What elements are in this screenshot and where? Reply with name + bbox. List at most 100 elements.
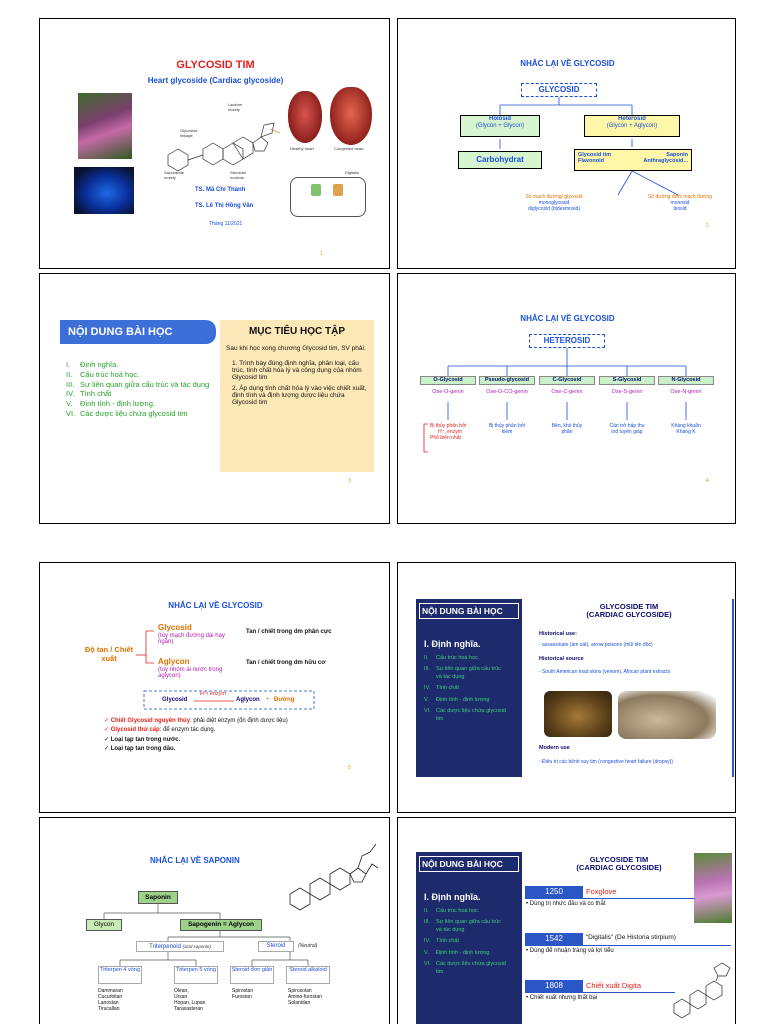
saponin-tree-lines <box>103 904 309 966</box>
monoglycosid-note: Số mạch đường/ glycosid monoglycosid dig… <box>525 194 583 212</box>
event-extraction: Chiết xuất Digita <box>586 981 642 990</box>
goals-intro: Sau khi học xong chương Glycosid tim, SV… <box>226 345 366 352</box>
author-2: TS. Lê Thị Hồng Vân <box>195 203 254 209</box>
n-note: Kháng khuẩn Kháng K <box>671 423 701 435</box>
holosid-box: Holosid (Glycon + Glycon) <box>460 115 540 137</box>
o-glycosid-box: O-Glycosid <box>420 376 476 385</box>
steroid-structure <box>289 843 379 911</box>
triterpenoid-box: Triterpenoid (acid saponin) <box>136 941 224 952</box>
slide8-title: GLYCOSIDE TIM(CARDIAC GLYCOSIDE) <box>576 855 662 873</box>
reaction-catalyst: H⁺/ enzym <box>199 691 227 697</box>
tan-phan-cuc: Tan / chiết trong dm phân cực <box>246 629 332 635</box>
historical-use-heading: Historical use: <box>539 631 577 637</box>
slide-1: GLYCOSID TIM Heart glycoside (Cardiac gl… <box>39 18 390 269</box>
toad-image <box>544 691 612 737</box>
bullet-item: ✓ Loại tạp tan trong nước. <box>104 736 181 743</box>
author-1: TS. Mã Chí Thành <box>195 187 246 193</box>
reaction-duong: Đường <box>274 697 295 703</box>
event-digitalis: “Digitalis” (De Historia stirpium) <box>586 934 676 941</box>
toad-drawing <box>618 691 716 739</box>
extraction-bullets: ✓ Chiết Glycosid nguyên thủy: phải diệt … <box>104 717 384 754</box>
sidebar-main-item: I. Định nghĩa. <box>424 892 481 902</box>
c-note: Bền, khó thủy phân <box>551 423 583 435</box>
label-steroidal: Steroidal nucleus <box>230 170 246 180</box>
slide7-title: NHẮC LẠI VỀ SAPONIN <box>150 856 240 865</box>
bullet-item: ✓ Glycosid thứ cấp: để enzym tác dụng. <box>104 727 216 734</box>
content-item: VI.Các dược liệu chứa glycosid tim <box>66 408 188 418</box>
triterpen4-box: Triterpen 4 vòng <box>98 966 142 984</box>
content-item: II.Cấu trúc hoá học. <box>66 369 140 379</box>
label-congested-heart: Congested heart <box>334 146 364 151</box>
modern-use-text: - Điều trị các bệnh suy tim (congestive … <box>539 759 673 765</box>
bullet-item: ✓ Chiết Glycosid nguyên thủy: phải diệt … <box>104 718 288 724</box>
historical-use-text: - assassinate (ám sát), arrow poisons (m… <box>539 642 653 648</box>
desc-1542: • Dùng để nhuận tràng và lợi tiểu <box>526 948 614 954</box>
bullet-item: ✓ Loại tạp tan trong dầu. <box>104 745 176 752</box>
carbohydrat-box: Carbohydrat <box>458 151 542 169</box>
o-genin: Ose-O-genin <box>432 389 464 395</box>
reaction-aglycon: Aglycon <box>236 697 260 703</box>
slide1-date: Tháng 11/2021 <box>209 221 243 227</box>
slide5-title: NHẮC LẠI VỀ GLYCOSID <box>168 601 263 610</box>
slide2-connectors <box>499 97 679 196</box>
pseudo-note: Bị thủy phân bởi kiềm <box>488 423 526 435</box>
foxglove-photo <box>694 853 732 923</box>
aglycon-label: Aglycon <box>158 657 190 666</box>
sidebar-main-item: I. Định nghĩa. <box>424 639 481 649</box>
label-lactone: Lactone moiety <box>228 102 243 112</box>
label-saccharide: Saccharide moiety <box>164 170 185 180</box>
reaction-glycosid: Glycosid <box>162 697 188 703</box>
steroid-note: (Neutral) <box>298 943 318 949</box>
sidebar-header: NỘI DUNG BÀI HỌC <box>419 603 519 619</box>
slide-7: NHẮC LẠI VỀ SAPONIN <box>39 817 390 1024</box>
label-healthy-heart: Healthy heart <box>290 146 314 151</box>
slide4-connectors <box>423 348 687 453</box>
glycoside-structure-drawing <box>167 122 281 172</box>
tan-huu-co: Tan / chiết trong dm hữu cơ <box>246 660 326 666</box>
foxglove-image <box>78 93 132 159</box>
c-glycosid-box: C-Glycosid <box>539 376 595 385</box>
desc-1250: • Dùng trị nhức đầu và co thắt <box>526 901 606 907</box>
goals-header: MỤC TIÊU HỌC TẬP <box>248 326 346 337</box>
slide6-title: GLYCOSIDE TIM(CARDIAC GLYCOSIDE) <box>586 602 672 620</box>
steroid-simple-box: Steroid đơn giản <box>230 966 274 984</box>
s-genin: Ose-S-genin <box>611 389 643 395</box>
sidebar-panel: NỘI DUNG BÀI HỌC I. Định nghĩa. II.Cấu t… <box>416 599 522 777</box>
glycosid-root-box: GLYCOSID <box>521 83 597 97</box>
goal-2: 2. Áp dụng tính chất hóa lý vào việc chi… <box>232 385 367 406</box>
slide-2: NHẮC LẠI VỀ GLYCOSID GLYCOSID Holosid (G… <box>397 18 736 269</box>
slide-5: NHẮC LẠI VỀ GLYCOSID Độ tan / Chiết xuất… <box>39 562 390 813</box>
digitoxin-structure <box>673 962 731 1019</box>
historical-source-heading: Historical source <box>539 656 584 662</box>
cell-mechanism-diagram <box>290 177 366 217</box>
year-1250: 1250 <box>525 886 583 898</box>
goal-1: 1. Trình bày đúng định nghĩa, phân loại,… <box>232 360 362 381</box>
heterosid-root-box: HETEROSID <box>529 334 605 348</box>
year-1542: 1542 <box>525 933 583 945</box>
content-item: V.Định tính - định lượng. <box>66 399 155 408</box>
sidebar-header: NỘI DUNG BÀI HỌC <box>419 856 519 872</box>
reaction-plus: + <box>266 697 270 703</box>
pseudo-genin: Ose-O-CO-genin <box>486 389 528 395</box>
content-item: I.Định nghĩa. <box>66 360 119 369</box>
label-glycoside-linkage: Glycoside linkage <box>180 128 198 138</box>
s-glycosid-box: S-Glycosid <box>599 376 655 385</box>
noi-dung-header: NỘI DUNG BÀI HỌC <box>60 320 216 344</box>
aglycon-note: (tùy nhóm ái nước trong aglycon) <box>158 667 223 679</box>
year-1808: 1808 <box>525 980 583 992</box>
n-glycosid-box: N-Glycosid <box>658 376 714 385</box>
poison-frog-image <box>74 167 134 214</box>
slide1-title: GLYCOSID TIM <box>176 59 255 71</box>
event-foxglove: Foxglove <box>586 887 617 896</box>
desc-1808: • Chiết xuất nhưng thất bại <box>526 995 598 1001</box>
n-genin: Ose-N-genin <box>670 389 702 395</box>
content-item: IV.Tính chất <box>66 389 112 399</box>
steroid-box: Steroid <box>258 941 294 952</box>
modern-use-heading: Modern use <box>539 745 570 751</box>
slide-8: NỘI DUNG BÀI HỌC I. Định nghĩa. II.Cấu t… <box>397 817 736 1024</box>
